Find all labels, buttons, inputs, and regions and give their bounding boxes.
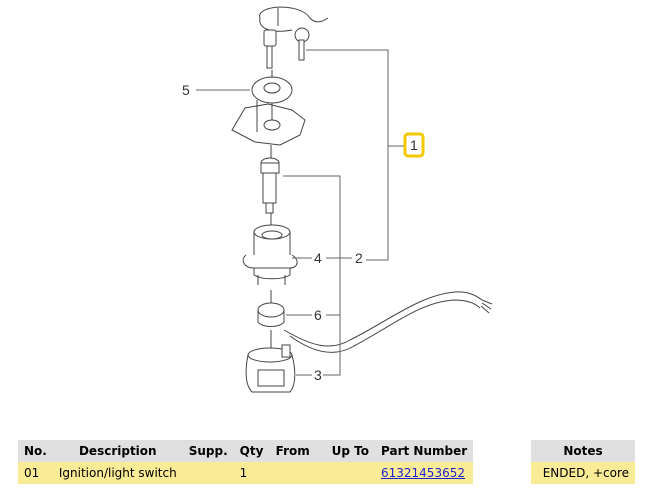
callout-4[interactable]: 4 [314,250,322,266]
header-description: Description [52,440,183,462]
callout-1-highlight [403,132,425,158]
notes-table: Notes ENDED, +core [531,440,635,484]
header-up-to: Up To [325,440,375,462]
cell-no: 01 [18,462,53,484]
cell-supp [182,462,234,484]
switch-cable-illustration [257,290,493,353]
callout-1[interactable]: 1 [410,137,418,153]
cell-part-number: 61321453652 [375,462,474,484]
table-row: ENDED, +core [531,462,635,484]
parts-diagram: 5 4 2 6 3 1 [182,6,493,393]
callout-3[interactable]: 3 [314,367,322,383]
part-number-link[interactable]: 61321453652 [381,466,465,480]
cell-up-to [325,462,375,484]
cell-notes: ENDED, +core [531,462,635,484]
header-supp: Supp. [182,440,234,462]
cell-description: Ignition/light switch [52,462,183,484]
header-from: From [269,440,326,462]
leader-lines [196,49,404,376]
cover-illustration [245,330,296,393]
header-qty: Qty [233,440,270,462]
keys-illustration [259,6,329,69]
parts-table: No. Description Supp. Qty From Up To Par… [18,440,474,484]
table-row: 01 Ignition/light switch 1 61321453652 [18,462,474,484]
parts-table-header: No. Description Supp. Qty From Up To Par… [18,440,474,462]
lock-cylinder-illustration [260,145,280,214]
cell-qty: 1 [233,462,270,484]
bezel-ring-illustration [251,70,293,104]
gasket-illustration [231,100,306,146]
header-part-number: Part Number [375,440,474,462]
notes-table-header: Notes [531,440,635,462]
callout-2[interactable]: 2 [355,250,363,266]
housing-illustration [242,213,298,285]
header-no: No. [18,440,53,462]
callout-5[interactable]: 5 [182,82,190,98]
header-notes: Notes [531,440,635,462]
cell-from [269,462,326,484]
callout-6[interactable]: 6 [314,307,322,323]
